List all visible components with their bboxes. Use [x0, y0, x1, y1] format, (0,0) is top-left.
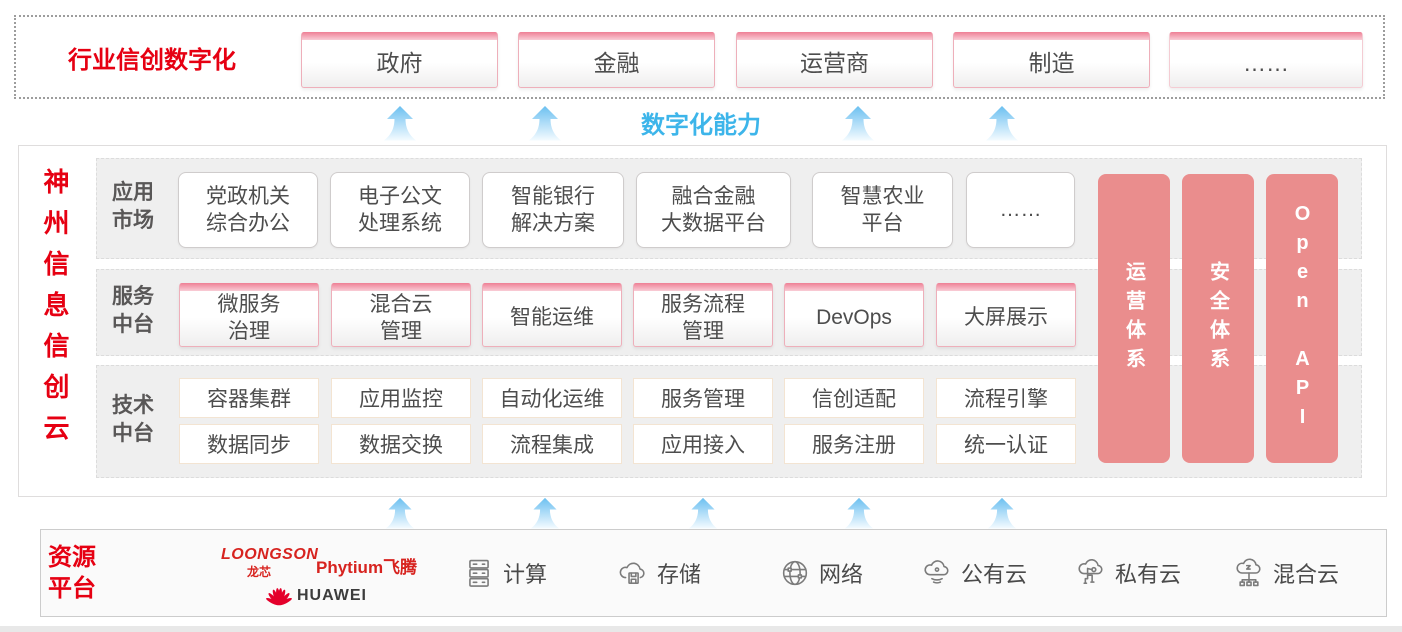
- row-label-tech: 技术 中台: [112, 394, 154, 446]
- resource-item-public-cloud: 公有云: [920, 553, 1027, 593]
- up-arrow-icon: [842, 106, 874, 141]
- pink-cap: [332, 283, 470, 291]
- tech-box: 应用监控: [331, 378, 471, 418]
- app-box: 党政机关 综合办公: [178, 172, 318, 248]
- up-arrow-icon: [688, 497, 718, 529]
- tech-box: 服务管理: [633, 378, 773, 418]
- tech-box: 信创适配: [784, 378, 924, 418]
- huawei-logo: HUAWEI: [266, 583, 367, 609]
- tech-box: 数据交换: [331, 424, 471, 464]
- banner-item-manufacturing: 制造: [953, 32, 1150, 88]
- sidebar-security-system: 安全体系: [1182, 174, 1254, 463]
- service-box: 微服务 治理: [179, 283, 319, 347]
- resource-item-compute: 计算: [462, 553, 547, 593]
- up-arrow-icon: [384, 106, 416, 141]
- private-cloud-icon: [1078, 559, 1103, 584]
- up-arrow-icon: [530, 497, 560, 529]
- resource-item-storage: 存储: [616, 553, 701, 593]
- tech-box: 数据同步: [179, 424, 319, 464]
- pink-cap: [180, 283, 318, 291]
- tech-box: 应用接入: [633, 424, 773, 464]
- tech-box: 统一认证: [936, 424, 1076, 464]
- app-box: 智能银行 解决方案: [482, 172, 624, 248]
- pink-cap: [937, 283, 1075, 291]
- app-box-more: ……: [966, 172, 1075, 248]
- industry-banner: [14, 15, 1385, 99]
- platform-vertical-title: 神州信息信创云: [40, 168, 70, 455]
- app-box: 电子公文 处理系统: [330, 172, 470, 248]
- resource-item-network: 网络: [778, 553, 863, 593]
- pink-cap: [737, 32, 932, 40]
- banner-item-government: 政府: [301, 32, 498, 88]
- service-box: 混合云 管理: [331, 283, 471, 347]
- app-box: 智慧农业 平台: [812, 172, 953, 248]
- resource-item-private-cloud: 私有云: [1074, 553, 1181, 593]
- huawei-flower-icon: [266, 588, 292, 606]
- loongson-cn-label: 龙芯: [247, 565, 272, 579]
- up-arrow-icon: [986, 106, 1018, 141]
- service-box: DevOps: [784, 283, 924, 347]
- tech-box: 流程集成: [482, 424, 622, 464]
- public-cloud-icon: [924, 560, 949, 584]
- hybrid-cloud-icon: [1236, 558, 1261, 587]
- service-box: 大屏展示: [936, 283, 1076, 347]
- digital-capability-label: 数字化能力: [641, 111, 761, 139]
- network-globe-icon: [782, 560, 808, 586]
- banner-item-operator: 运营商: [736, 32, 933, 88]
- pink-cap: [1170, 32, 1362, 40]
- up-arrow-icon: [987, 497, 1017, 529]
- phytium-logo: Phytium飞腾: [316, 558, 418, 577]
- tech-box: 流程引擎: [936, 378, 1076, 418]
- tech-box: 服务注册: [784, 424, 924, 464]
- sidebar-operation-system: 运营体系: [1098, 174, 1170, 463]
- service-box: 智能运维: [482, 283, 622, 347]
- pink-cap: [483, 283, 621, 291]
- banner-item-finance: 金融: [518, 32, 715, 88]
- bottom-divider: [0, 626, 1402, 632]
- resource-band: [40, 529, 1387, 617]
- server-icon: [469, 559, 489, 587]
- banner-title: 行业信创数字化: [68, 46, 236, 74]
- pink-cap: [302, 32, 497, 40]
- up-arrow-icon: [844, 497, 874, 529]
- tech-box: 自动化运维: [482, 378, 622, 418]
- up-arrow-icon: [529, 106, 561, 141]
- resource-item-hybrid-cloud: 混合云: [1232, 553, 1339, 593]
- banner-item-more: ……: [1169, 32, 1363, 88]
- service-box: 服务流程 管理: [633, 283, 773, 347]
- resource-platform-label: 资源 平台: [48, 544, 96, 603]
- pink-cap: [785, 283, 923, 291]
- up-arrow-icon: [385, 497, 415, 529]
- tech-box: 容器集群: [179, 378, 319, 418]
- pink-cap: [954, 32, 1149, 40]
- loongson-logo: LOONGSON: [221, 546, 319, 563]
- row-label-service: 服务 中台: [112, 285, 154, 337]
- storage-icon: [619, 562, 645, 584]
- pink-cap: [519, 32, 714, 40]
- app-box: 融合金融 大数据平台: [636, 172, 791, 248]
- huawei-label: HUAWEI: [297, 587, 367, 604]
- pink-cap: [634, 283, 772, 291]
- row-label-app-market: 应用 市场: [112, 181, 154, 233]
- sidebar-open-api: Open API: [1266, 174, 1338, 463]
